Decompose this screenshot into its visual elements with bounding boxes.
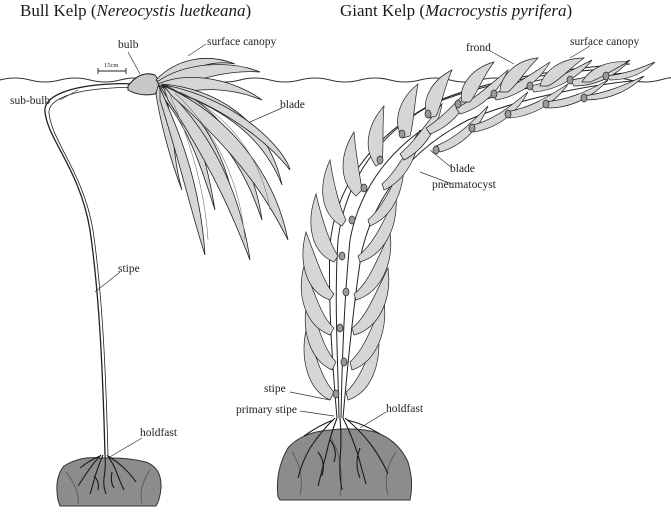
bull-kelp-bulb [127,73,160,96]
bull-label-bulb: bulb [118,39,139,51]
bull-label-sub-bulb: sub-bulb [10,95,51,107]
giant-label-blade: blade [450,163,475,175]
giant-kelp-rock [277,428,413,501]
bull-label-blade: blade [280,99,305,111]
giant-label-stipe: stipe [264,383,286,395]
bull-kelp-rock [56,457,162,507]
giant-kelp-title: Giant Kelp (Macrocystis pyrifera) [340,1,572,21]
bull-kelp-paren-close: ) [245,1,252,20]
bull-label-stipe: stipe [118,263,140,275]
giant-kelp-holdfast [297,417,389,491]
giant-kelp-leader-lines [289,45,591,429]
giant-label-holdfast: holdfast [386,403,424,415]
giant-label-frond: frond [466,42,491,54]
bull-kelp-title: Bull Kelp (Nereocystis luetkeana) [20,1,251,21]
bull-kelp-blades [155,57,291,261]
bull-kelp-paren-open: ( [90,1,97,20]
bull-kelp-holdfast [77,454,137,495]
giant-kelp-latin-name: Macrocystis pyrifera [425,1,567,20]
giant-kelp-common-name: Giant Kelp [340,1,416,20]
giant-label-pneumatocyst: pneumatocyst [432,179,496,191]
bull-label-scale: 15cm [104,62,119,69]
bull-label-holdfast: holdfast [140,427,178,439]
giant-kelp-blades [300,57,656,401]
bull-kelp-latin-name: Nereocystis luetkeana [96,1,246,20]
giant-kelp-pneumatocysts [332,71,610,399]
giant-kelp-drawing [277,45,656,501]
bull-kelp-stipe [44,82,144,456]
giant-label-surface-canopy: surface canopy [570,36,640,48]
bull-kelp-drawing [44,43,291,507]
bull-label-surface-canopy: surface canopy [207,36,277,48]
giant-kelp-paren-open: ( [419,1,425,20]
bull-kelp-common-name: Bull Kelp [20,1,87,20]
bull-kelp-leader-lines [59,43,283,459]
giant-label-primary-stipe: primary stipe [236,404,297,416]
giant-kelp-paren-close: ) [566,1,573,20]
